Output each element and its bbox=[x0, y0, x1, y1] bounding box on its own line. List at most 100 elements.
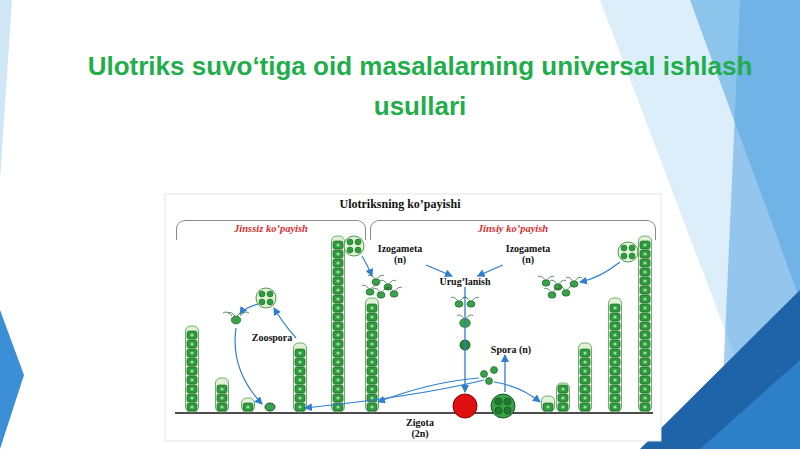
flagella bbox=[362, 285, 378, 289]
gamete-cell bbox=[259, 299, 265, 305]
cell-nucleus bbox=[643, 288, 646, 291]
flagella bbox=[380, 280, 396, 284]
cell-nucleus bbox=[336, 252, 339, 255]
gamete bbox=[562, 290, 570, 296]
filament-cell bbox=[640, 358, 650, 366]
filament-cell bbox=[640, 331, 650, 339]
zygote-cell bbox=[453, 394, 477, 418]
cell-nucleus bbox=[246, 405, 249, 408]
stage-label-box: Izogameta (n) bbox=[500, 243, 556, 265]
cell-nucleus bbox=[613, 405, 616, 408]
filament-cell bbox=[640, 367, 650, 375]
node-label: Izogameta (n) bbox=[372, 243, 428, 265]
filament-cell bbox=[640, 403, 650, 411]
cell-nucleus bbox=[336, 279, 339, 282]
filament-cell bbox=[187, 349, 197, 357]
gamete-cell bbox=[621, 245, 627, 251]
stage-label-box: Izogameta (n) bbox=[372, 243, 428, 265]
cell-nucleus bbox=[613, 360, 616, 363]
node-label: Spora (n) bbox=[490, 344, 532, 355]
cell-nucleus bbox=[336, 351, 339, 354]
life-cycle-connector bbox=[504, 355, 505, 392]
gamete-cell bbox=[629, 253, 635, 259]
cell-nucleus bbox=[643, 324, 646, 327]
flagella bbox=[550, 280, 566, 284]
cell-nucleus bbox=[336, 261, 339, 264]
cell-nucleus bbox=[643, 387, 646, 390]
cell-nucleus bbox=[643, 378, 646, 381]
cell-nucleus bbox=[583, 405, 586, 408]
cell-nucleus bbox=[190, 333, 193, 336]
cell-nucleus bbox=[220, 396, 223, 399]
filament-cell bbox=[610, 385, 620, 393]
filament-cell bbox=[610, 349, 620, 357]
cell-nucleus bbox=[298, 405, 301, 408]
cell-nucleus bbox=[336, 315, 339, 318]
flagella bbox=[368, 275, 384, 279]
filament-cell bbox=[610, 376, 620, 384]
gamete bbox=[570, 281, 578, 287]
filament-cell bbox=[580, 376, 590, 384]
filament-sheath bbox=[216, 378, 229, 412]
reproduction-band: Jinssiz ko’payish bbox=[176, 220, 366, 240]
filament-cell bbox=[640, 313, 650, 321]
slide-title: Ulotriks suvo‘tiga oid masalalarning uni… bbox=[50, 46, 790, 126]
filament-cell bbox=[367, 340, 377, 348]
filament-cell bbox=[640, 286, 650, 294]
cell-nucleus bbox=[298, 369, 301, 372]
filament-cell bbox=[333, 385, 343, 393]
filament-cell bbox=[610, 304, 620, 312]
cell-nucleus bbox=[561, 387, 564, 390]
cell-nucleus bbox=[613, 396, 616, 399]
cell-nucleus bbox=[220, 387, 223, 390]
cell-nucleus bbox=[643, 405, 646, 408]
cell-nucleus bbox=[613, 342, 616, 345]
filament-cell bbox=[640, 295, 650, 303]
filament-cell bbox=[187, 367, 197, 375]
filament-cell bbox=[187, 394, 197, 402]
filament-cell bbox=[243, 403, 253, 411]
filament-cell bbox=[333, 376, 343, 384]
life-cycle-arrow bbox=[362, 256, 372, 276]
filament-cell bbox=[295, 349, 305, 357]
cell-nucleus bbox=[190, 378, 193, 381]
filament-cell bbox=[295, 385, 305, 393]
cell-nucleus bbox=[643, 369, 646, 372]
filament-cell bbox=[333, 295, 343, 303]
node-label: Jinssiz ko’payish bbox=[177, 221, 365, 234]
filament-cell bbox=[610, 340, 620, 348]
filament-cell bbox=[333, 367, 343, 375]
flagella bbox=[373, 288, 389, 292]
decor-strip bbox=[0, 0, 12, 180]
filament-cell bbox=[295, 358, 305, 366]
cell-nucleus bbox=[370, 351, 373, 354]
cell-nucleus bbox=[190, 369, 193, 372]
filament-cell bbox=[333, 322, 343, 330]
cell-nucleus bbox=[220, 405, 223, 408]
cell-nucleus bbox=[613, 306, 616, 309]
zygote-group: Zigota (2n) bbox=[398, 392, 520, 444]
filament-cell bbox=[333, 340, 343, 348]
cell-nucleus bbox=[336, 306, 339, 309]
gamete bbox=[231, 316, 241, 324]
stage-label-box: Urug’lanish bbox=[436, 276, 494, 287]
cell-nucleus bbox=[336, 324, 339, 327]
filament-cell bbox=[580, 403, 590, 411]
filament-cell bbox=[610, 394, 620, 402]
cell-nucleus bbox=[190, 405, 193, 408]
filament-cell bbox=[558, 385, 568, 393]
filament-sheath bbox=[294, 343, 307, 412]
filament-cell bbox=[367, 304, 377, 312]
cell-nucleus bbox=[298, 360, 301, 363]
filament-cell bbox=[333, 331, 343, 339]
gamete bbox=[377, 292, 385, 298]
filament-cell bbox=[610, 331, 620, 339]
life-cycle-arrow bbox=[494, 382, 540, 402]
filament-sheath bbox=[242, 398, 255, 412]
cell-nucleus bbox=[190, 342, 193, 345]
filament-sheath bbox=[332, 236, 345, 412]
spore-cell bbox=[495, 407, 502, 414]
gamete bbox=[372, 279, 380, 285]
filament-cell bbox=[558, 403, 568, 411]
